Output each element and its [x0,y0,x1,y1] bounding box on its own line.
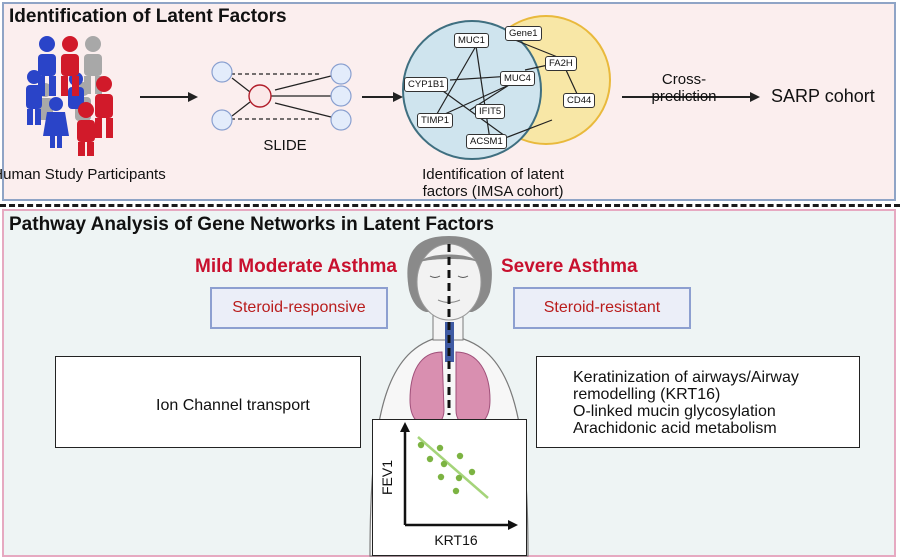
gene-chip-yellow: FA2H [545,56,577,71]
plot-ylabel: FEV1 [379,459,395,495]
top-panel-title: Identification of Latent Factors [9,6,287,27]
pathway-arachidonic: Arachidonic acid metabolism [573,420,777,437]
participants-label: Human Study Participants [0,166,166,183]
gene-chip: TIMP1 [417,113,453,128]
participants-icon [26,36,113,156]
severe-pathway-box [536,356,860,448]
pathway-ion-channel: Ion Channel transport [156,397,310,414]
fev1-krt16-plot [372,419,527,556]
pathway-keratinization-cont: remodelling (KRT16) [573,386,721,403]
plot-xlabel: KRT16 [434,532,478,548]
gene-chip: CYP1B1 [404,77,449,92]
latent-label-line1: Identification of latent [422,166,564,183]
gene-chip: MUC4 [500,71,535,86]
pathway-mucin: O-linked mucin glycosylation [573,403,776,420]
gene-chip: MUC1 [454,33,489,48]
bottom-panel-title: Pathway Analysis of Gene Networks in Lat… [9,214,494,235]
slide-label: SLIDE [263,137,307,154]
panel-divider [0,204,900,207]
severe-asthma-label: Severe Asthma [501,256,638,277]
sarp-cohort-label: SARP cohort [771,86,875,106]
mild-pathway-box [55,356,361,448]
cross-prediction-line1: Cross- [661,71,707,88]
gene-chip: IFIT5 [475,104,506,119]
steroid-responsive-box: Steroid-responsive [210,287,388,329]
latent-label-line2: factors (IMSA cohort) [422,183,564,200]
gene-chip-yellow: Gene1 [505,26,542,41]
slide-network-icon [211,61,352,131]
mild-asthma-label: Mild Moderate Asthma [195,256,397,277]
cross-prediction-line2: prediction [651,88,717,105]
steroid-resistant-box: Steroid-resistant [513,287,691,329]
gene-chip: ACSM1 [466,134,507,149]
gene-chip-yellow: CD44 [563,93,596,108]
pathway-keratinization: Keratinization of airways/Airway [573,369,799,386]
